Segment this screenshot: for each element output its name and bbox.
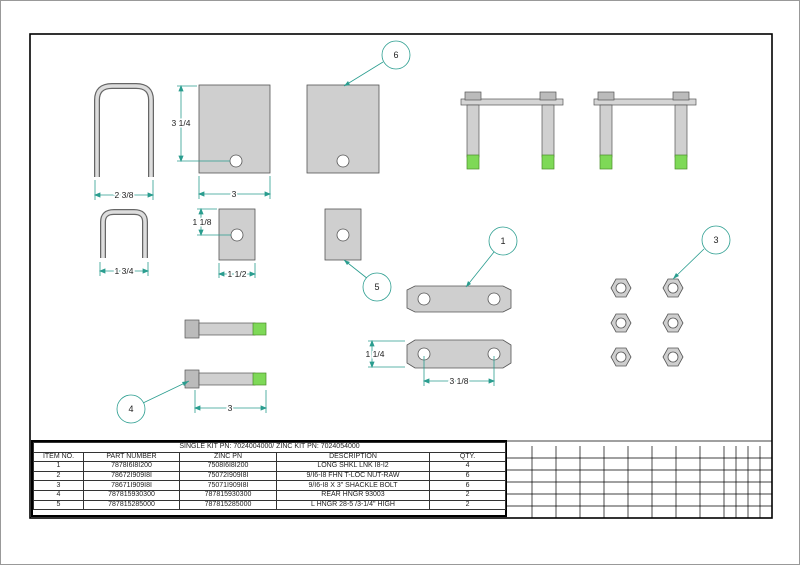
bom-cell: 2 bbox=[33, 470, 84, 482]
nut bbox=[610, 347, 632, 367]
hanger-plate-6 bbox=[306, 84, 380, 174]
nut bbox=[662, 278, 684, 298]
nut-grid bbox=[610, 278, 684, 367]
leader-4 bbox=[142, 380, 190, 404]
bom-cell: 1 bbox=[33, 461, 84, 472]
bom-cell: 7508I6I8I200 bbox=[179, 461, 277, 472]
dim-label-plate-large-h: 3 1/4 bbox=[172, 118, 191, 128]
bom-header-part-number: PART NUMBER bbox=[83, 451, 180, 463]
bom-cell: 7878I6I8I200 bbox=[83, 461, 180, 472]
dim-label-plate-small-w: 1 1/2 bbox=[228, 269, 247, 279]
shackle-assembly-left bbox=[460, 91, 564, 170]
dim-u-bolt-small-width bbox=[98, 262, 150, 276]
bom-cell: 78672I909I8I bbox=[83, 470, 180, 482]
balloon-1-label: 1 bbox=[500, 236, 505, 246]
balloon-3-label: 3 bbox=[713, 235, 718, 245]
dim-label-plate-large-w: 3 bbox=[232, 189, 237, 199]
bom-cell: 3 bbox=[33, 480, 84, 491]
table-row: 3 78671I909I8I 75071I909I8I 9/I6-I8 X 3"… bbox=[33, 480, 507, 491]
bill-of-materials: SINGLE KIT PN: 7024004000/ ZINC KIT PN: … bbox=[31, 440, 507, 517]
table-row: 2 78672I909I8I 75072I909I8I 9/I6-I8 FHN … bbox=[33, 470, 507, 482]
title-block-grid bbox=[507, 440, 772, 518]
bom-cell: 2 bbox=[428, 489, 507, 501]
hanger-plate-large bbox=[198, 84, 271, 174]
bom-cell: 78671I909I8I bbox=[83, 480, 180, 491]
bom-cell: LONG SHKL LNK I8-I2 bbox=[276, 461, 430, 472]
bom-title: SINGLE KIT PN: 7024004000/ ZINC KIT PN: … bbox=[32, 442, 507, 453]
balloon-6-label: 6 bbox=[393, 50, 398, 60]
leader-3 bbox=[672, 248, 705, 280]
leader-1 bbox=[465, 251, 495, 288]
dim-link bbox=[368, 339, 496, 386]
bom-cell: 6 bbox=[428, 480, 507, 491]
bom-cell: 787815285000 bbox=[179, 499, 277, 511]
bom-header-zinc-pn: ZINC PN bbox=[179, 451, 277, 463]
shackle-bolt-lower bbox=[184, 369, 267, 389]
bom-cell: 9/I6-I8 X 3" SHACKLE BOLT bbox=[276, 480, 430, 491]
bom-header-row: ITEM NO. PART NUMBER ZINC PN DESCRIPTION… bbox=[33, 451, 507, 463]
balloon-5-label: 5 bbox=[374, 282, 379, 292]
bom-cell: 2 bbox=[428, 499, 507, 511]
u-bolt-large bbox=[94, 83, 154, 177]
bom-cell: 787815930300 bbox=[83, 489, 180, 501]
bom-cell: 75072I909I8I bbox=[179, 470, 277, 482]
balloon-1 bbox=[488, 226, 518, 256]
table-row: 4 787815930300 787815930300 REAR HNGR 93… bbox=[33, 489, 507, 501]
dim-plate-large bbox=[177, 84, 272, 199]
bom-table: SINGLE KIT PN: 7024004000/ ZINC KIT PN: … bbox=[32, 442, 507, 511]
hanger-plate-small bbox=[218, 208, 256, 261]
bom-cell: 4 bbox=[33, 489, 84, 501]
dim-label-bolt-length: 3 bbox=[228, 403, 233, 413]
dim-label-u-small: 1 3/4 bbox=[115, 266, 134, 276]
table-row: 1 7878I6I8I200 7508I6I8I200 LONG SHKL LN… bbox=[33, 461, 507, 472]
shackle-assembly-right bbox=[593, 91, 697, 170]
bom-cell: 6 bbox=[428, 470, 507, 482]
balloon-5 bbox=[362, 272, 392, 302]
dim-label-link-spacing: 3 1/8 bbox=[450, 376, 469, 386]
bom-header-description: DESCRIPTION bbox=[276, 451, 430, 463]
hanger-plate-5 bbox=[324, 208, 362, 261]
dim-label-u-large: 2 3/8 bbox=[115, 190, 134, 200]
leader-6 bbox=[343, 61, 384, 87]
balloon-3 bbox=[701, 225, 731, 255]
bom-cell: 4 bbox=[428, 461, 507, 472]
nut bbox=[662, 313, 684, 333]
balloon-4-label: 4 bbox=[128, 404, 133, 414]
u-bolt-small bbox=[100, 209, 148, 258]
bom-header-qty: QTY. bbox=[428, 451, 507, 463]
sheet-border bbox=[29, 33, 773, 519]
bom-header-item: ITEM NO. bbox=[33, 451, 84, 463]
nut bbox=[610, 278, 632, 298]
table-row: 5 787815285000 787815285000 L HNGR 28-5 … bbox=[33, 499, 507, 511]
bom-cell: L HNGR 28-5 /3-1/4" HIGH bbox=[276, 499, 430, 511]
shackle-link-lower bbox=[406, 339, 512, 369]
bom-cell: 75071I909I8I bbox=[179, 480, 277, 491]
bom-cell: REAR HNGR 93003 bbox=[276, 489, 430, 501]
bom-cell: 9/I6-I8 FHN T-LOC NUT-RAW bbox=[276, 470, 430, 482]
nut bbox=[610, 313, 632, 333]
bom-cell: 787815285000 bbox=[83, 499, 180, 511]
bom-cell: 787815930300 bbox=[179, 489, 277, 501]
dim-label-plate-small-h: 1 1/8 bbox=[193, 217, 212, 227]
dim-bolt-length bbox=[193, 390, 268, 413]
bom-title-row: SINGLE KIT PN: 7024004000/ ZINC KIT PN: … bbox=[32, 442, 507, 453]
balloon-4 bbox=[116, 394, 146, 424]
dim-label-link-h: 1 1/4 bbox=[366, 349, 385, 359]
bom-cell: 5 bbox=[33, 499, 84, 511]
dim-plate-small bbox=[197, 207, 257, 278]
shackle-bolt-upper bbox=[184, 319, 267, 339]
balloon-6 bbox=[381, 40, 411, 70]
shackle-link-upper bbox=[406, 285, 512, 313]
dim-u-bolt-large-width bbox=[93, 180, 155, 200]
nut bbox=[662, 347, 684, 367]
